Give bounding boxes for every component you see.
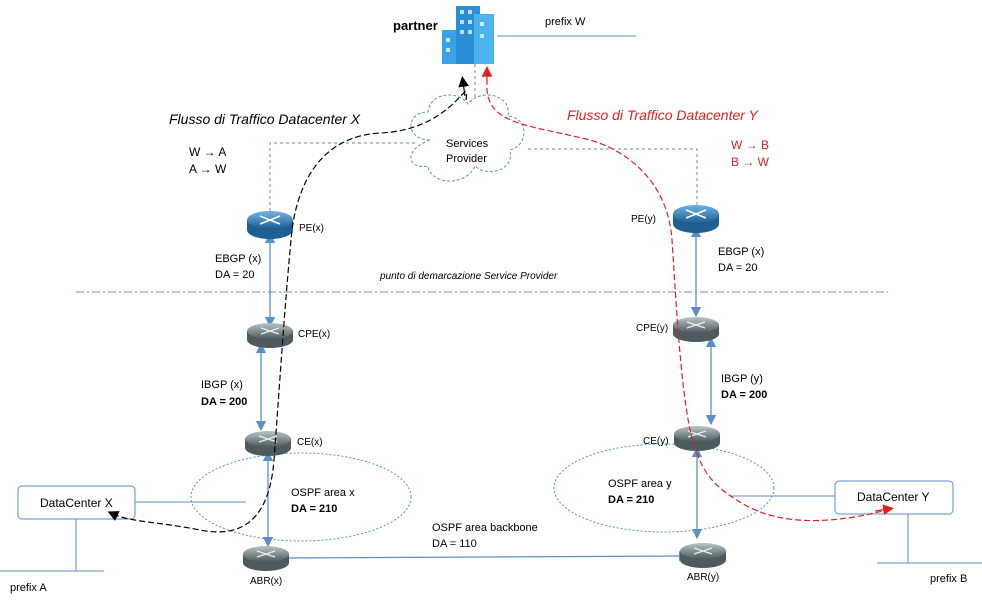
router-cpe-x-icon <box>247 323 293 348</box>
pe-y-cloud-link <box>528 148 698 210</box>
ospf-x-label: OSPF area x <box>291 487 355 499</box>
flow-y-route-2: B → W <box>731 155 770 169</box>
ce-x-label: CE(x) <box>297 437 323 448</box>
flow-x-route-1: W → A <box>189 145 226 159</box>
abr-x-label: ABR(x) <box>250 576 282 587</box>
ce-y-label: CE(y) <box>643 436 669 447</box>
ospf-x-da: DA = 210 <box>291 503 337 515</box>
ospf-area-y-ellipse <box>553 443 775 533</box>
router-ce-x-icon <box>245 431 291 456</box>
prefix-w-label: prefix W <box>545 16 586 28</box>
prefix-a-label: prefix A <box>10 582 47 594</box>
demarcation-label: punto di demarcazione Service Provider <box>379 271 558 282</box>
cloud-label-line2: Provider <box>446 153 487 165</box>
flow-x-route-2: A → W <box>189 162 227 176</box>
ibgp-x-da: DA = 200 <box>201 396 247 408</box>
flow-y-arrow-datacenter <box>874 504 894 516</box>
cloud-label-line1: Services <box>446 138 489 150</box>
datacenter-x-label: DataCenter X <box>40 496 113 510</box>
ebgp-x-label: EBGP (x) <box>215 253 261 265</box>
flow-y-route-1: W → B <box>731 138 769 152</box>
ebgp-y-label: EBGP (x) <box>718 246 764 258</box>
pe-x-cloud-link <box>269 142 415 222</box>
cpe-y-label: CPE(y) <box>636 323 668 334</box>
backbone-da: DA = 110 <box>432 538 477 550</box>
datacenter-y-box <box>834 480 954 515</box>
ibgp-y-da: DA = 200 <box>721 389 767 401</box>
pe-x-label: PE(x) <box>299 223 324 234</box>
datacenter-y-label: DataCenter Y <box>857 490 930 504</box>
router-abr-x-icon <box>243 546 289 571</box>
router-abr-y-icon <box>680 543 726 568</box>
prefix-b-label: prefix B <box>930 573 967 585</box>
pe-y-label: PE(y) <box>631 214 656 225</box>
router-pe-y-icon <box>673 205 719 233</box>
router-ce-y-icon <box>674 426 720 451</box>
router-cpe-y-icon <box>673 317 719 342</box>
cpe-x-label: CPE(x) <box>298 329 330 340</box>
partner-building-icon <box>442 6 494 64</box>
flow-y-title: Flusso di Traffico Datacenter Y <box>567 107 760 123</box>
ebgp-x-da: DA = 20 <box>215 269 254 281</box>
ibgp-y-label: IBGP (y) <box>721 373 763 385</box>
backbone-label: OSPF area backbone <box>432 522 538 534</box>
flow-y-path <box>486 74 891 522</box>
ibgp-x-label: IBGP (x) <box>201 379 243 391</box>
ospf-y-label: OSPF area y <box>608 478 672 490</box>
router-pe-x-icon <box>247 211 293 239</box>
flow-x-path <box>107 91 468 533</box>
services-provider-cloud-icon <box>410 94 525 182</box>
partner-label: partner <box>393 18 438 33</box>
abr-y-label: ABR(y) <box>687 572 719 583</box>
backbone-link <box>278 550 690 564</box>
flow-x-arrow-partner <box>458 76 470 97</box>
ospf-area-x-ellipse <box>190 452 412 542</box>
flow-x-title: Flusso di Traffico Datacenter X <box>169 111 361 127</box>
ospf-y-da: DA = 210 <box>608 494 654 506</box>
ebgp-y-da: DA = 20 <box>718 262 757 274</box>
